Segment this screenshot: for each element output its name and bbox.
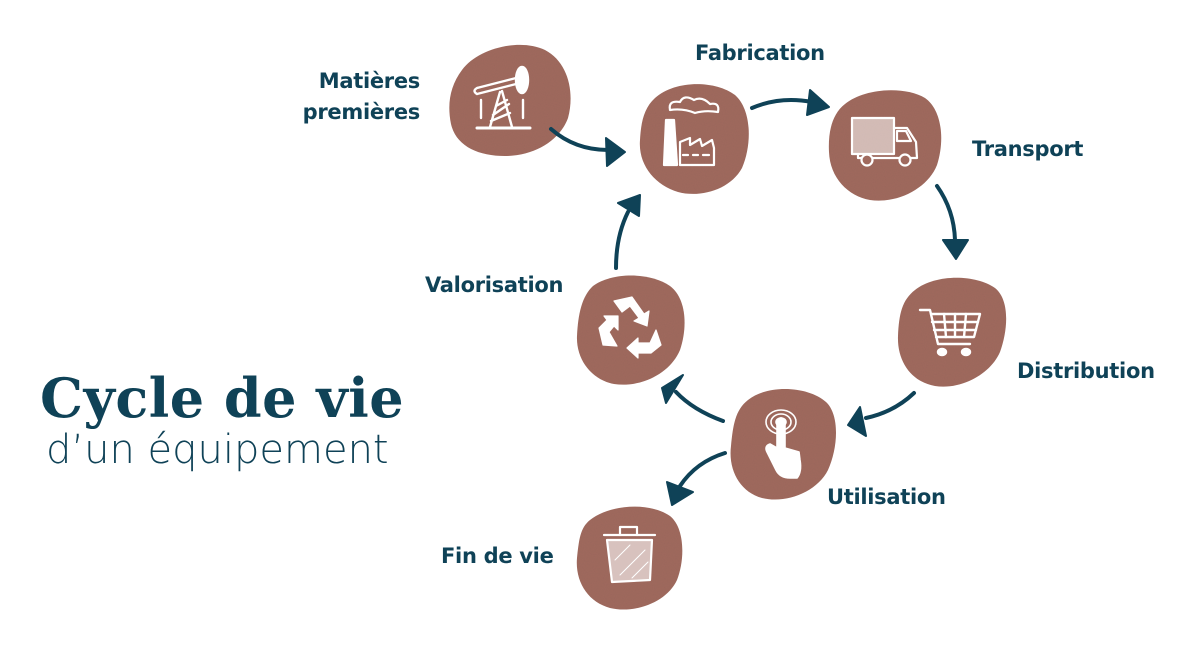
label-fin-de-vie: Fin de vie	[441, 544, 554, 568]
label-line-1: Matières	[318, 69, 421, 93]
stage-transport	[828, 90, 942, 201]
label-transport: Transport	[972, 137, 1084, 161]
stage-valorisation	[576, 275, 685, 385]
label-matieres-premieres: Matières premières	[296, 66, 421, 128]
arrow-matieres-to-fabrication	[549, 127, 626, 167]
touch-hand-icon	[765, 409, 802, 479]
stage-blob	[576, 275, 685, 385]
arrow-utilisation-to-fin-de-vie	[666, 451, 727, 506]
arrow-valorisation-to-fabrication	[614, 194, 641, 270]
stage-fin-de-vie	[576, 506, 683, 610]
stage-matieres-premieres	[449, 44, 571, 156]
label-distribution: Distribution	[1017, 359, 1155, 383]
factory-icon	[662, 96, 720, 167]
diagram-title: Cycle de vie d’un équipement	[40, 366, 405, 473]
title-main: Cycle de vie	[40, 366, 405, 430]
stage-blob	[897, 277, 1007, 387]
truck-icon	[850, 116, 919, 167]
arrow-transport-to-distribution	[935, 184, 969, 260]
stage-distribution	[897, 277, 1007, 387]
arrow-fabrication-to-transport	[750, 89, 830, 116]
label-valorisation: Valorisation	[425, 273, 564, 297]
label-utilisation: Utilisation	[827, 485, 946, 509]
label-line-2: premières	[302, 100, 421, 124]
stage-blob	[639, 84, 749, 194]
recycle-icon	[598, 296, 662, 359]
arrow-utilisation-to-valorisation	[661, 374, 725, 423]
title-subtitle: d’un équipement	[46, 427, 389, 473]
stage-blob	[449, 44, 571, 156]
stage-fabrication	[639, 84, 749, 194]
trash-bin-icon	[602, 525, 657, 584]
flow-arrows	[549, 89, 969, 506]
shopping-cart-icon	[918, 308, 982, 357]
stage-utilisation	[730, 388, 836, 500]
label-fabrication: Fabrication	[695, 41, 825, 65]
arrow-distribution-to-utilisation	[847, 391, 916, 437]
oil-pump-icon	[473, 65, 532, 130]
